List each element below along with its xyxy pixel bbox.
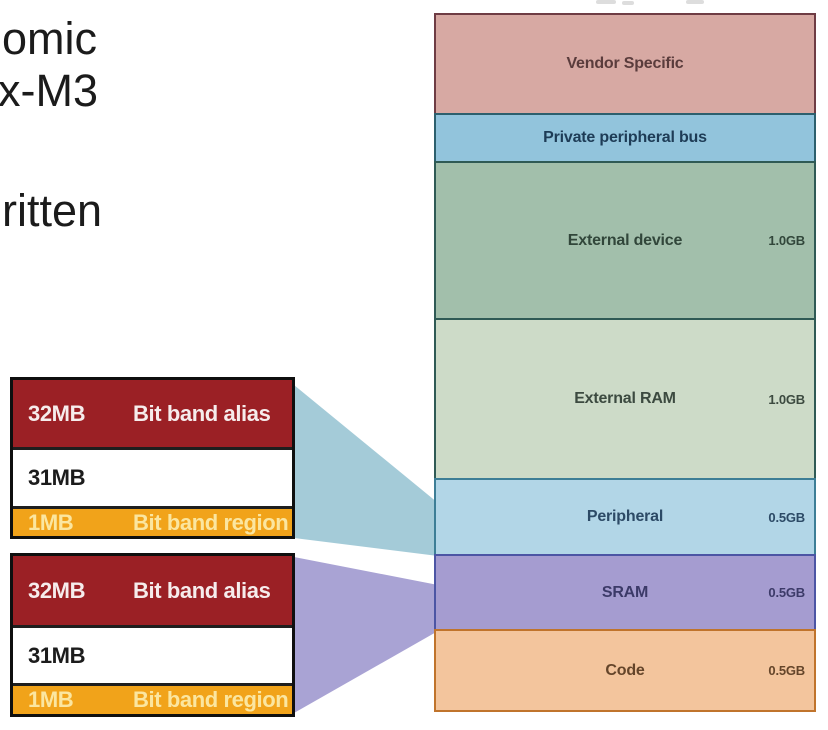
region-size-label: 0.5GB bbox=[768, 663, 805, 678]
region-label: Private peripheral bus bbox=[543, 129, 707, 146]
region-label: External RAM bbox=[574, 390, 676, 407]
memory-region-vendor-specific: Vendor Specific bbox=[434, 13, 816, 115]
bitband-box-lower: 32MB Bit band alias 31MB 1MB Bit band region bbox=[10, 553, 295, 717]
region-size-label: 0.5GB bbox=[768, 585, 805, 600]
connector-bitband-to-peripheral bbox=[294, 385, 438, 556]
region-label: Peripheral bbox=[586, 508, 664, 525]
memory-region-private-peripheral-bus: Private peripheral bus bbox=[434, 113, 816, 163]
region-label: Vendor Specific bbox=[566, 55, 684, 72]
region-size-label: 1.0GB bbox=[768, 391, 805, 407]
band-size-label: 32MB bbox=[28, 577, 86, 603]
region-label: External device bbox=[567, 231, 683, 249]
region-label: SRAM bbox=[601, 583, 649, 601]
region-label: Code bbox=[605, 661, 645, 679]
bitband-band-31mb: 31MB bbox=[13, 625, 292, 683]
band-size-label: 31MB bbox=[28, 465, 86, 490]
bitband-box-upper: 32MB Bit band alias 31MB 1MB Bit band region bbox=[10, 377, 295, 539]
region-size-label: 0.5GB bbox=[768, 509, 805, 525]
bitband-band-bit-band-region: 1MB Bit band region bbox=[13, 683, 292, 714]
band-name-label: Bit band region bbox=[133, 509, 289, 535]
band-name-label: Bit band alias bbox=[133, 577, 271, 603]
clipped-text-line-3: ritten bbox=[2, 185, 103, 236]
title-remnant-mark bbox=[686, 0, 704, 4]
band-size-label: 31MB bbox=[28, 642, 86, 668]
bitband-band-bit-band-alias: 32MB Bit band alias bbox=[13, 380, 292, 447]
bitband-band-31mb: 31MB bbox=[13, 447, 292, 506]
clipped-text-line-1: omic bbox=[2, 13, 98, 64]
connector-bitband-to-sram bbox=[294, 557, 438, 713]
bitband-band-bit-band-alias: 32MB Bit band alias bbox=[13, 556, 292, 625]
clipped-text-line-2: x-M3 bbox=[0, 65, 98, 116]
band-name-label: Bit band alias bbox=[133, 400, 271, 426]
region-size-label: 1.0GB bbox=[768, 233, 805, 248]
memory-region-sram: SRAM 0.5GB bbox=[434, 554, 816, 631]
band-size-label: 1MB bbox=[28, 509, 74, 535]
memory-region-code: Code 0.5GB bbox=[434, 629, 816, 712]
title-remnant-mark bbox=[596, 0, 616, 4]
band-size-label: 32MB bbox=[28, 400, 86, 426]
memory-region-peripheral: Peripheral 0.5GB bbox=[434, 478, 816, 556]
memory-region-external-ram: External RAM 1.0GB bbox=[434, 318, 816, 480]
band-name-label: Bit band region bbox=[133, 687, 289, 712]
title-remnant-mark bbox=[622, 1, 634, 5]
memory-region-external-device: External device 1.0GB bbox=[434, 161, 816, 320]
bitband-band-bit-band-region: 1MB Bit band region bbox=[13, 506, 292, 536]
band-size-label: 1MB bbox=[28, 687, 74, 712]
